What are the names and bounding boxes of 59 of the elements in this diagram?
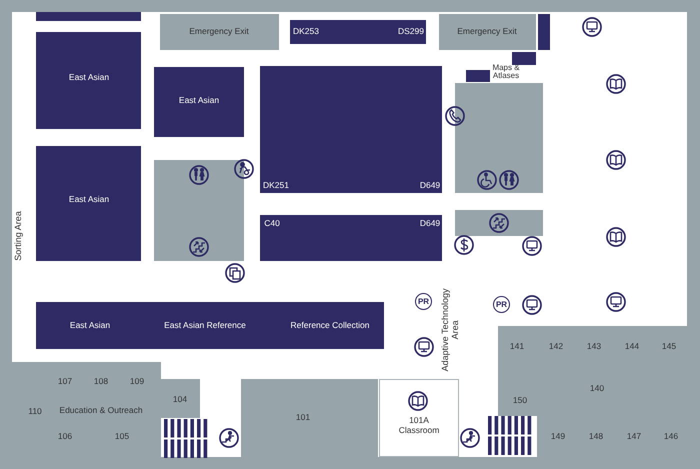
room-number: 110 — [28, 407, 42, 417]
shelf-range — [260, 66, 442, 193]
call-number: DK253 — [293, 27, 319, 37]
shelf-range — [290, 20, 426, 44]
call-number: DS299 — [398, 27, 424, 37]
area-label: East Asian — [68, 73, 110, 83]
room-number: 109 — [130, 377, 144, 387]
area-label: East Asian — [70, 321, 110, 331]
area-label: Adaptive Technology Area — [441, 287, 461, 374]
room-number: Education & Outreach — [59, 406, 143, 416]
call-number: C40 — [264, 219, 280, 229]
room-number: 105 — [114, 432, 130, 442]
exit-area — [160, 14, 279, 50]
room-label: 101A Classroom — [398, 416, 440, 436]
classroom — [379, 379, 459, 457]
printer-sign: PR — [415, 293, 432, 310]
shelf-block — [538, 14, 550, 50]
room-number: 149 — [550, 432, 566, 442]
room-number: 107 — [58, 377, 72, 387]
room-number: 101 — [296, 413, 310, 423]
call-number: DK251 — [263, 181, 289, 191]
collection-area — [36, 146, 141, 261]
collection-area — [154, 67, 244, 137]
room-number: 141 — [510, 342, 524, 352]
area-label: Reference Collection — [290, 321, 370, 331]
shelf-block — [512, 52, 536, 65]
shelf-block — [466, 70, 490, 82]
exit-area — [439, 14, 536, 50]
service-area — [455, 83, 543, 193]
room-number: 106 — [58, 432, 72, 442]
room-number: 147 — [626, 432, 642, 442]
room-number: 142 — [548, 342, 564, 352]
room — [241, 379, 378, 457]
collection-area — [36, 302, 384, 349]
area-label: Emergency Exit — [457, 27, 517, 37]
shelf-block — [36, 12, 141, 21]
room-number: 150 — [512, 396, 528, 406]
area-label: Emergency Exit — [189, 27, 249, 37]
service-area — [154, 160, 244, 261]
room-number: 144 — [624, 342, 640, 352]
room-number: 146 — [664, 432, 678, 442]
room-number: 148 — [588, 432, 604, 442]
call-number: D649 — [420, 219, 440, 229]
call-number: D649 — [420, 181, 440, 191]
area-label: East Asian Reference — [164, 321, 246, 331]
room-number: 143 — [586, 342, 602, 352]
room — [160, 379, 200, 418]
stair-area — [455, 210, 543, 236]
area-label: East Asian — [178, 96, 220, 106]
area-label: Sorting Area — [14, 210, 24, 263]
room-number: 145 — [662, 342, 676, 352]
area-label: East Asian — [68, 195, 110, 205]
area-label: Maps & Atlases — [491, 64, 521, 80]
room-number: 140 — [590, 384, 604, 394]
shelf-range — [260, 215, 442, 261]
collection-area — [36, 32, 141, 129]
room-number: 108 — [94, 377, 108, 387]
room-number: 104 — [172, 395, 188, 405]
printer-sign: PR — [493, 296, 510, 313]
